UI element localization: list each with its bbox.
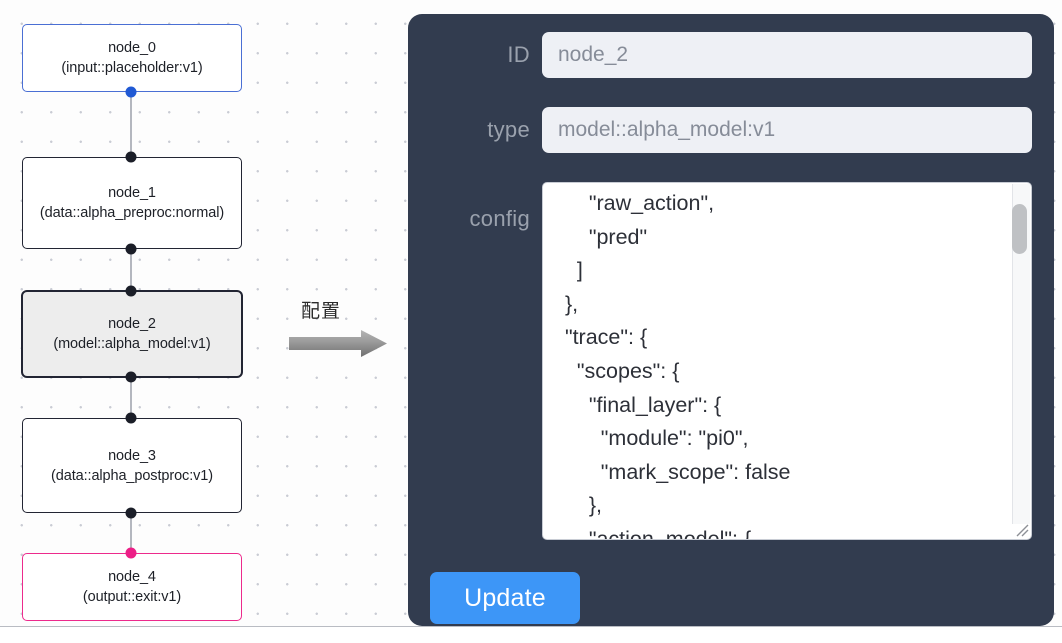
handle-node_4-target[interactable] [125,547,137,559]
flow-to-panel-arrow-group: 配置 [289,296,394,358]
node-config-panel: ID type config "raw_action", "pred" ] },… [408,14,1054,626]
id-input[interactable] [542,32,1032,78]
flow-node-label: node_1 (data::alpha_preproc:normal) [39,185,225,221]
field-row-config: config "raw_action", "pred" ] }, "trace"… [408,182,1054,540]
config-scrollbar-thumb[interactable] [1012,204,1027,254]
flow-node-label: node_4 (output::exit:v1) [82,569,182,605]
edge-node1-node2 [130,249,132,291]
handle-node_1-target[interactable] [125,151,137,163]
arrow-caption: 配置 [301,300,342,322]
edge-node2-node3 [130,377,132,418]
handle-node_3-target[interactable] [125,412,137,424]
config-editor-wrap: "raw_action", "pred" ] }, "trace": { "sc… [542,182,1032,540]
flow-node-node_4[interactable]: node_4 (output::exit:v1) [22,553,242,621]
id-field-label: ID [507,42,530,67]
flow-node-label: node_0 (input::placeholder:v1) [61,40,203,76]
viewport-bottom-edge [0,626,1062,643]
flow-node-node_0[interactable]: node_0 (input::placeholder:v1) [22,24,242,92]
edge-node3-node4 [130,513,132,553]
handle-node_1-source[interactable] [125,243,137,255]
flow-node-label: node_2 (model::alpha_model:v1) [53,316,211,352]
handle-node_0-source[interactable] [125,86,137,98]
handle-node_2-target[interactable] [125,285,137,297]
config-field-label: config [469,206,530,231]
update-button[interactable]: Update [430,572,580,624]
type-input[interactable] [542,107,1032,153]
flow-node-node_1[interactable]: node_1 (data::alpha_preproc:normal) [22,157,242,249]
field-row-type: type [408,107,1054,153]
resize-grip-icon[interactable] [1014,522,1030,538]
type-field-label: type [487,117,530,142]
handle-node_2-source[interactable] [125,371,137,383]
flow-node-node_3[interactable]: node_3 (data::alpha_postproc:v1) [22,418,242,513]
field-row-id: ID [408,32,1054,78]
edge-node0-node1 [130,92,132,157]
arrow-right-icon [289,330,387,357]
config-scrollbar-track[interactable] [1012,184,1030,524]
config-textarea[interactable]: "raw_action", "pred" ] }, "trace": { "sc… [542,182,1032,540]
flow-node-label: node_3 (data::alpha_postproc:v1) [51,447,213,484]
handle-node_3-source[interactable] [125,507,137,519]
flow-node-node_2[interactable]: node_2 (model::alpha_model:v1) [22,291,242,377]
